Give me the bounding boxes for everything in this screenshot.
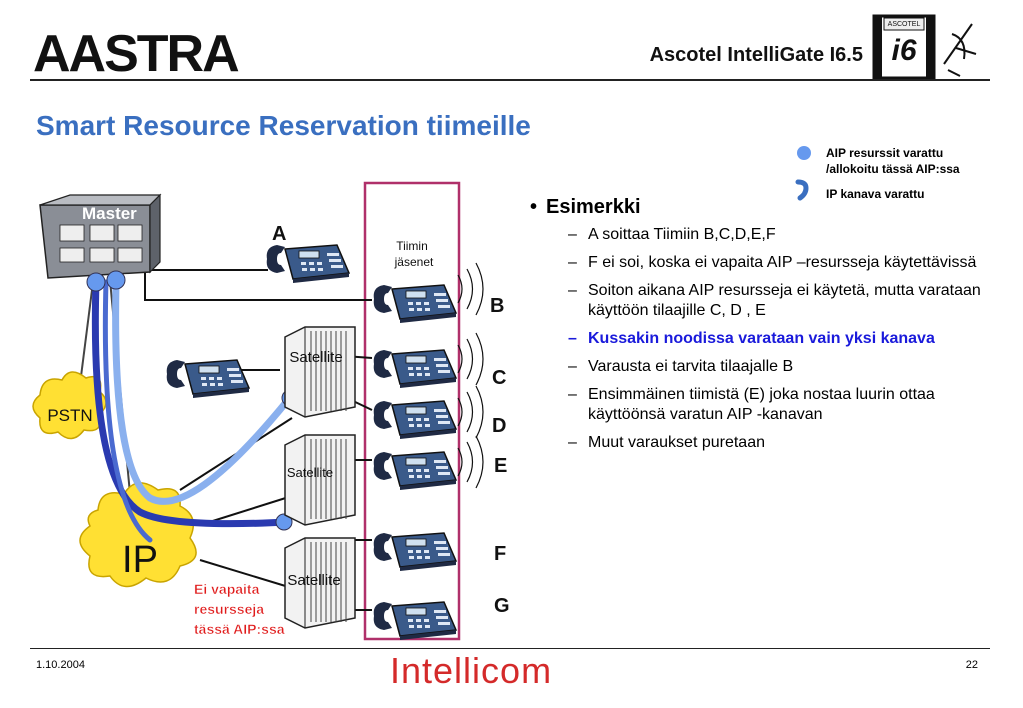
phone-b [372,284,457,324]
label-d: D [492,415,506,437]
pstn-cloud: PSTN [32,371,107,440]
badge-text: i6 [891,34,916,67]
bullet-item-4-highlight: –Kussakin noodissa varataan vain yksi ka… [568,330,935,347]
bullet-item-2: –F ei soi, koska ei vapaita AIP –resurss… [568,254,977,271]
phone-d [372,400,457,440]
label-a: A [272,223,286,245]
ip-cloud: IP [79,482,197,588]
bullet-heading: •Esimerkki [530,196,641,218]
ip-channel-master-ip [102,279,153,543]
ringing-waves-d [457,385,484,439]
ip-label: IP [122,539,158,581]
phone-c [372,349,457,389]
ip-channels [91,278,292,543]
phone-e [372,451,457,491]
master-label: Master [82,204,137,223]
ringing-waves-c [457,332,484,386]
line-ip-sat3 [199,559,293,589]
phone-f [372,532,457,572]
badge-small-text: ASCOTEL [888,21,921,28]
satellite-dish-icon [943,23,977,77]
bullet-item-1: –A soittaa Tiimiin B,C,D,E,F [568,226,776,243]
aastra-logo-text: AASTRA [33,25,239,77]
phone-a [265,244,350,284]
ringing-waves-e [457,435,484,489]
team-members-box [363,181,461,641]
team-label-line2: jäsenet [394,255,434,269]
label-e: E [494,455,507,477]
bullet-item-5: –Varausta ei tarvita tilaajalle B [568,358,794,375]
line-master-b [144,270,372,301]
slide-title: Smart Resource Reservation tiimeille [36,110,531,141]
label-f: F [494,543,506,565]
label-b: B [490,295,504,317]
bullet-item-6: –Ensimmäinen tiimistä (E) joka nostaa lu… [568,386,935,423]
legend-aip-line2: /allokoitu tässä AIP:ssa [826,162,960,176]
network-diagram: Master PSTN IP Satellite Satellite Satel… [32,181,510,641]
ascotel-i6-badge: ASCOTEL i6 [872,14,977,80]
aastra-logo: AASTRA [33,25,241,77]
phone-satellite-unassigned [165,359,250,399]
legend-aip-line1: AIP resurssit varattu [826,146,944,160]
legend-ip-channel: IP kanava varattu [826,187,925,201]
page-number: 22 [965,659,978,671]
phone-g [372,601,457,641]
bullet-item-7: –Muut varaukset puretaan [568,434,765,451]
bullet-item-3: –Soiton aikana AIP resursseja ei käytetä… [568,282,981,319]
satellite-2 [284,434,356,526]
intellicom-logo: Intellicom [390,650,553,691]
satellite-1 [284,326,356,418]
product-name: Ascotel IntelliGate I6.5 [649,44,863,66]
team-label-line1: Tiimin [396,239,428,253]
svg-text:Ei vapaita: Ei vapaita [194,581,260,597]
pstn-label: PSTN [47,406,92,425]
ip-channel-master-sat2 [91,278,292,528]
label-c: C [492,367,506,389]
aip-resource-icon [797,146,811,160]
satellite-2-label: Satellite [287,465,333,480]
ip-channel-master-sat1 [112,278,292,505]
header-divider [30,79,990,81]
footer-divider [30,648,990,649]
label-g: G [494,595,510,617]
no-resources-note: Ei vapaita resursseja tässä AIP:ssa [194,581,285,637]
legend-icons [795,146,811,201]
ip-channel-icon [795,179,809,201]
footer-date: 1.10.2004 [36,659,85,671]
satellite-1-label: Satellite [289,349,342,366]
bullet-list: •Esimerkki –A soittaa Tiimiin B,C,D,E,F … [530,196,990,461]
ringing-waves-b [457,262,484,316]
master-rack: Master [39,193,162,279]
svg-text:tässä AIP:ssa: tässä AIP:ssa [194,621,285,637]
satellite-3-label: Satellite [287,572,340,589]
svg-text:resursseja: resursseja [194,601,264,617]
